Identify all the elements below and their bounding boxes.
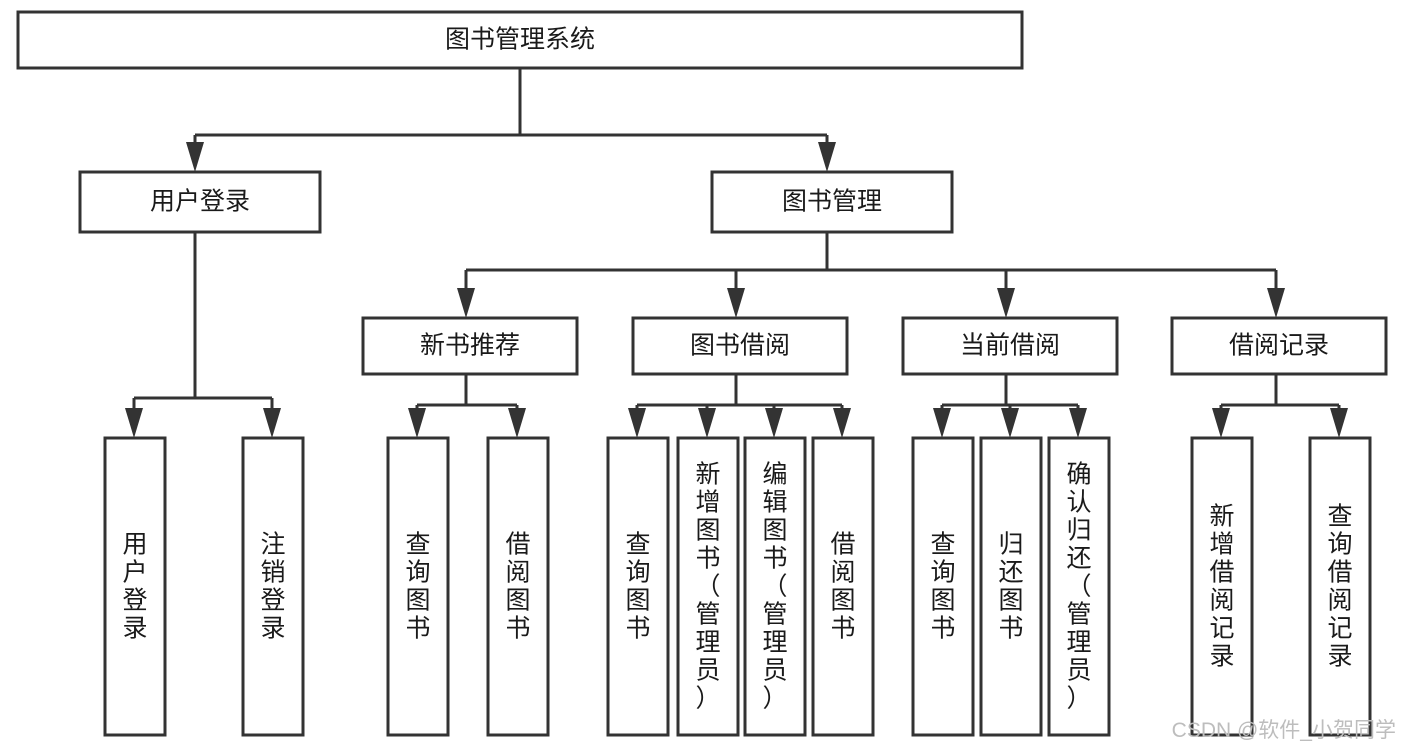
leaf-node-12-label: 查询借阅记录 <box>1327 503 1352 671</box>
arrow-head-group-2-0 <box>628 408 646 438</box>
leaf-node-6-label: 编辑图书（管理员） <box>762 461 787 713</box>
leaf-node-1-box[interactable] <box>241 436 305 737</box>
arrow-head-group-2-3 <box>833 408 851 438</box>
leaf-node-7-box[interactable] <box>811 436 875 737</box>
arrow-head-root-1 <box>818 142 836 172</box>
leaf-node-3-label: 借阅图书 <box>505 531 530 643</box>
arrow-head-group-3-2 <box>1069 408 1087 438</box>
leaf-node-11-box[interactable] <box>1190 436 1254 737</box>
level2-node-0-label: 用户登录 <box>150 188 250 216</box>
arrow-head-group-4-0 <box>1212 408 1230 438</box>
leaf-node-10-label: 确认归还（管理员） <box>1066 461 1091 713</box>
arrow-head-group-4-1 <box>1330 408 1348 438</box>
leaf-node-10-box[interactable] <box>1047 436 1111 737</box>
leaf-node-2-label: 查询图书 <box>405 531 430 643</box>
level3-node-0-label: 新书推荐 <box>420 332 520 360</box>
root-node-box[interactable] <box>16 10 1024 70</box>
level3-node-0-box[interactable] <box>361 316 579 376</box>
level2-node-1-label: 图书管理 <box>782 188 882 216</box>
arrow-head-group-0-1 <box>263 408 281 438</box>
leaf-node-3-box[interactable] <box>486 436 550 737</box>
arrow-head-book-mgmt-0 <box>457 288 475 318</box>
level2-node-0-box[interactable] <box>78 170 322 234</box>
leaf-node-1-label: 注销登录 <box>260 531 285 643</box>
level3-node-2-label: 当前借阅 <box>960 332 1060 360</box>
arrow-head-group-1-1 <box>508 408 526 438</box>
leaf-node-9-box[interactable] <box>979 436 1043 737</box>
arrow-head-book-mgmt-1 <box>727 288 745 318</box>
level3-node-2-box[interactable] <box>901 316 1119 376</box>
leaf-node-7-label: 借阅图书 <box>830 531 855 643</box>
arrow-head-group-2-1 <box>698 408 716 438</box>
leaf-node-0-label: 用户登录 <box>122 531 147 643</box>
leaf-node-9-label: 归还图书 <box>998 531 1023 643</box>
csdn-watermark: CSDN @软件_小贺同学 <box>1172 719 1396 742</box>
arrow-head-group-0-0 <box>125 408 143 438</box>
arrow-head-book-mgmt-3 <box>1267 288 1285 318</box>
level3-node-3-box[interactable] <box>1170 316 1388 376</box>
level3-node-1-label: 图书借阅 <box>690 332 790 360</box>
arrow-head-root-0 <box>186 142 204 172</box>
connector-layer <box>125 68 1348 438</box>
level3-node-1-box[interactable] <box>631 316 849 376</box>
leaf-node-8-label: 查询图书 <box>930 531 955 643</box>
leaf-node-12-box[interactable] <box>1308 436 1372 737</box>
arrow-head-group-1-0 <box>408 408 426 438</box>
node-layer: 图书管理系统用户登录图书管理新书推荐图书借阅当前借阅借阅记录用户登录注销登录查询… <box>16 10 1388 737</box>
leaf-node-0-box[interactable] <box>103 436 167 737</box>
leaf-node-4-box[interactable] <box>606 436 670 737</box>
leaf-node-5-box[interactable] <box>676 436 740 737</box>
leaf-node-11-label: 新增借阅记录 <box>1209 503 1234 671</box>
leaf-node-4-label: 查询图书 <box>625 531 650 643</box>
leaf-node-2-box[interactable] <box>386 436 450 737</box>
arrow-head-group-2-2 <box>765 408 783 438</box>
root-node-label: 图书管理系统 <box>445 26 595 54</box>
arrow-head-book-mgmt-2 <box>997 288 1015 318</box>
arrow-head-group-3-0 <box>933 408 951 438</box>
level2-node-1-box[interactable] <box>710 170 954 234</box>
leaf-node-5-label: 新增图书（管理员） <box>695 461 720 713</box>
leaf-node-8-box[interactable] <box>911 436 975 737</box>
arrow-head-group-3-1 <box>1001 408 1019 438</box>
level3-node-3-label: 借阅记录 <box>1229 332 1329 360</box>
leaf-node-6-box[interactable] <box>743 436 807 737</box>
